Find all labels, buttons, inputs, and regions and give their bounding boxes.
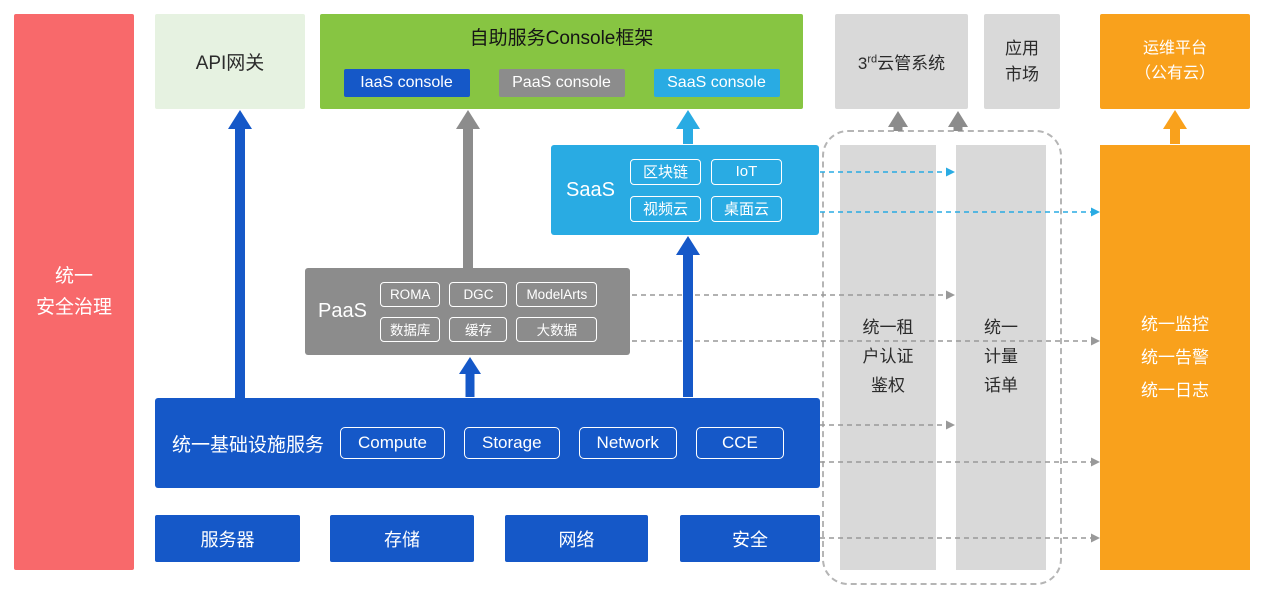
app-market-box: 应用 市场 — [984, 14, 1060, 109]
saas-chips: 区块链 IoT 视频云 桌面云 — [629, 158, 782, 222]
arrow-monitoring-to-om-platform — [1163, 110, 1187, 144]
iaas-console-button: IaaS console — [343, 69, 470, 97]
third-party-rest: 云管系统 — [877, 54, 946, 73]
saas-chip-blockchain: 区块链 — [629, 158, 701, 185]
arrow-paas-to-console — [456, 110, 480, 268]
security-box: 安全 — [680, 515, 820, 562]
saas-chip-iot: IoT — [710, 158, 782, 185]
paas-chips: ROMA DGC ModelArts 数据库 缓存 大数据 — [379, 281, 598, 342]
saas-label: SaaS — [566, 178, 615, 201]
paas-chip-database: 数据库 — [379, 316, 441, 342]
paas-console-button: PaaS console — [498, 69, 625, 97]
third-party-cloud-box: 3rd云管系统 — [835, 14, 968, 109]
saas-chip-desktop-cloud: 桌面云 — [710, 195, 782, 222]
iaas-infrastructure-box: 统一基础设施服务 Compute Storage Network CCE — [155, 398, 820, 488]
storage-box: 存储 — [330, 515, 474, 562]
iaas-chip-compute: Compute — [340, 427, 445, 459]
paas-chip-roma: ROMA — [379, 281, 441, 307]
network-box: 网络 — [505, 515, 648, 562]
paas-chip-cache: 缓存 — [449, 316, 508, 342]
security-governance-bar: 统一 安全治理 — [14, 14, 134, 570]
arrow-iaas-to-api-gateway — [228, 110, 252, 398]
shared-services-container — [822, 130, 1062, 585]
monitor-alarm-log-bar: 统一监控 统一告警 统一日志 — [1100, 145, 1250, 570]
arrow-auth-to-third-party — [888, 111, 908, 131]
paas-chip-bigdata: 大数据 — [516, 316, 598, 342]
server-box: 服务器 — [155, 515, 300, 562]
arrow-iaas-to-saas — [676, 236, 700, 397]
arrow-saas-to-saas-console — [676, 110, 700, 144]
console-frame-title: 自助服务Console框架 — [469, 28, 654, 49]
paas-box: PaaS ROMA DGC ModelArts 数据库 缓存 大数据 — [305, 268, 630, 355]
saas-chip-video-cloud: 视频云 — [629, 195, 701, 222]
paas-chip-dgc: DGC — [449, 281, 508, 307]
tenant-auth-bar: 统一租 户认证 鉴权 — [840, 145, 936, 570]
saas-console-button: SaaS console — [653, 69, 780, 97]
metering-bar: 统一 计量 话单 — [956, 145, 1046, 570]
third-party-superscript: rd — [867, 53, 878, 66]
arrow-iaas-to-paas — [459, 357, 481, 397]
console-frame-box: 自助服务Console框架 IaaS console PaaS console … — [320, 14, 803, 109]
third-party-cloud-label: 3rd云管系统 — [858, 49, 945, 74]
iaas-chip-storage: Storage — [464, 427, 560, 459]
om-platform-box: 运维平台 （公有云） — [1100, 14, 1250, 109]
console-buttons-row: IaaS console PaaS console SaaS console — [343, 69, 780, 97]
api-gateway-box: API网关 — [155, 14, 305, 109]
paas-chip-modelarts: ModelArts — [516, 281, 598, 307]
iaas-label: 统一基础设施服务 — [172, 434, 325, 456]
paas-label: PaaS — [318, 300, 367, 322]
saas-box: SaaS 区块链 IoT 视频云 桌面云 — [551, 145, 819, 235]
iaas-chips: Compute Storage Network CCE — [340, 427, 784, 459]
iaas-chip-cce: CCE — [695, 427, 784, 459]
third-party-prefix: 3 — [857, 54, 868, 73]
iaas-chip-network: Network — [578, 427, 677, 459]
arrow-metering-to-third-party — [948, 111, 968, 131]
